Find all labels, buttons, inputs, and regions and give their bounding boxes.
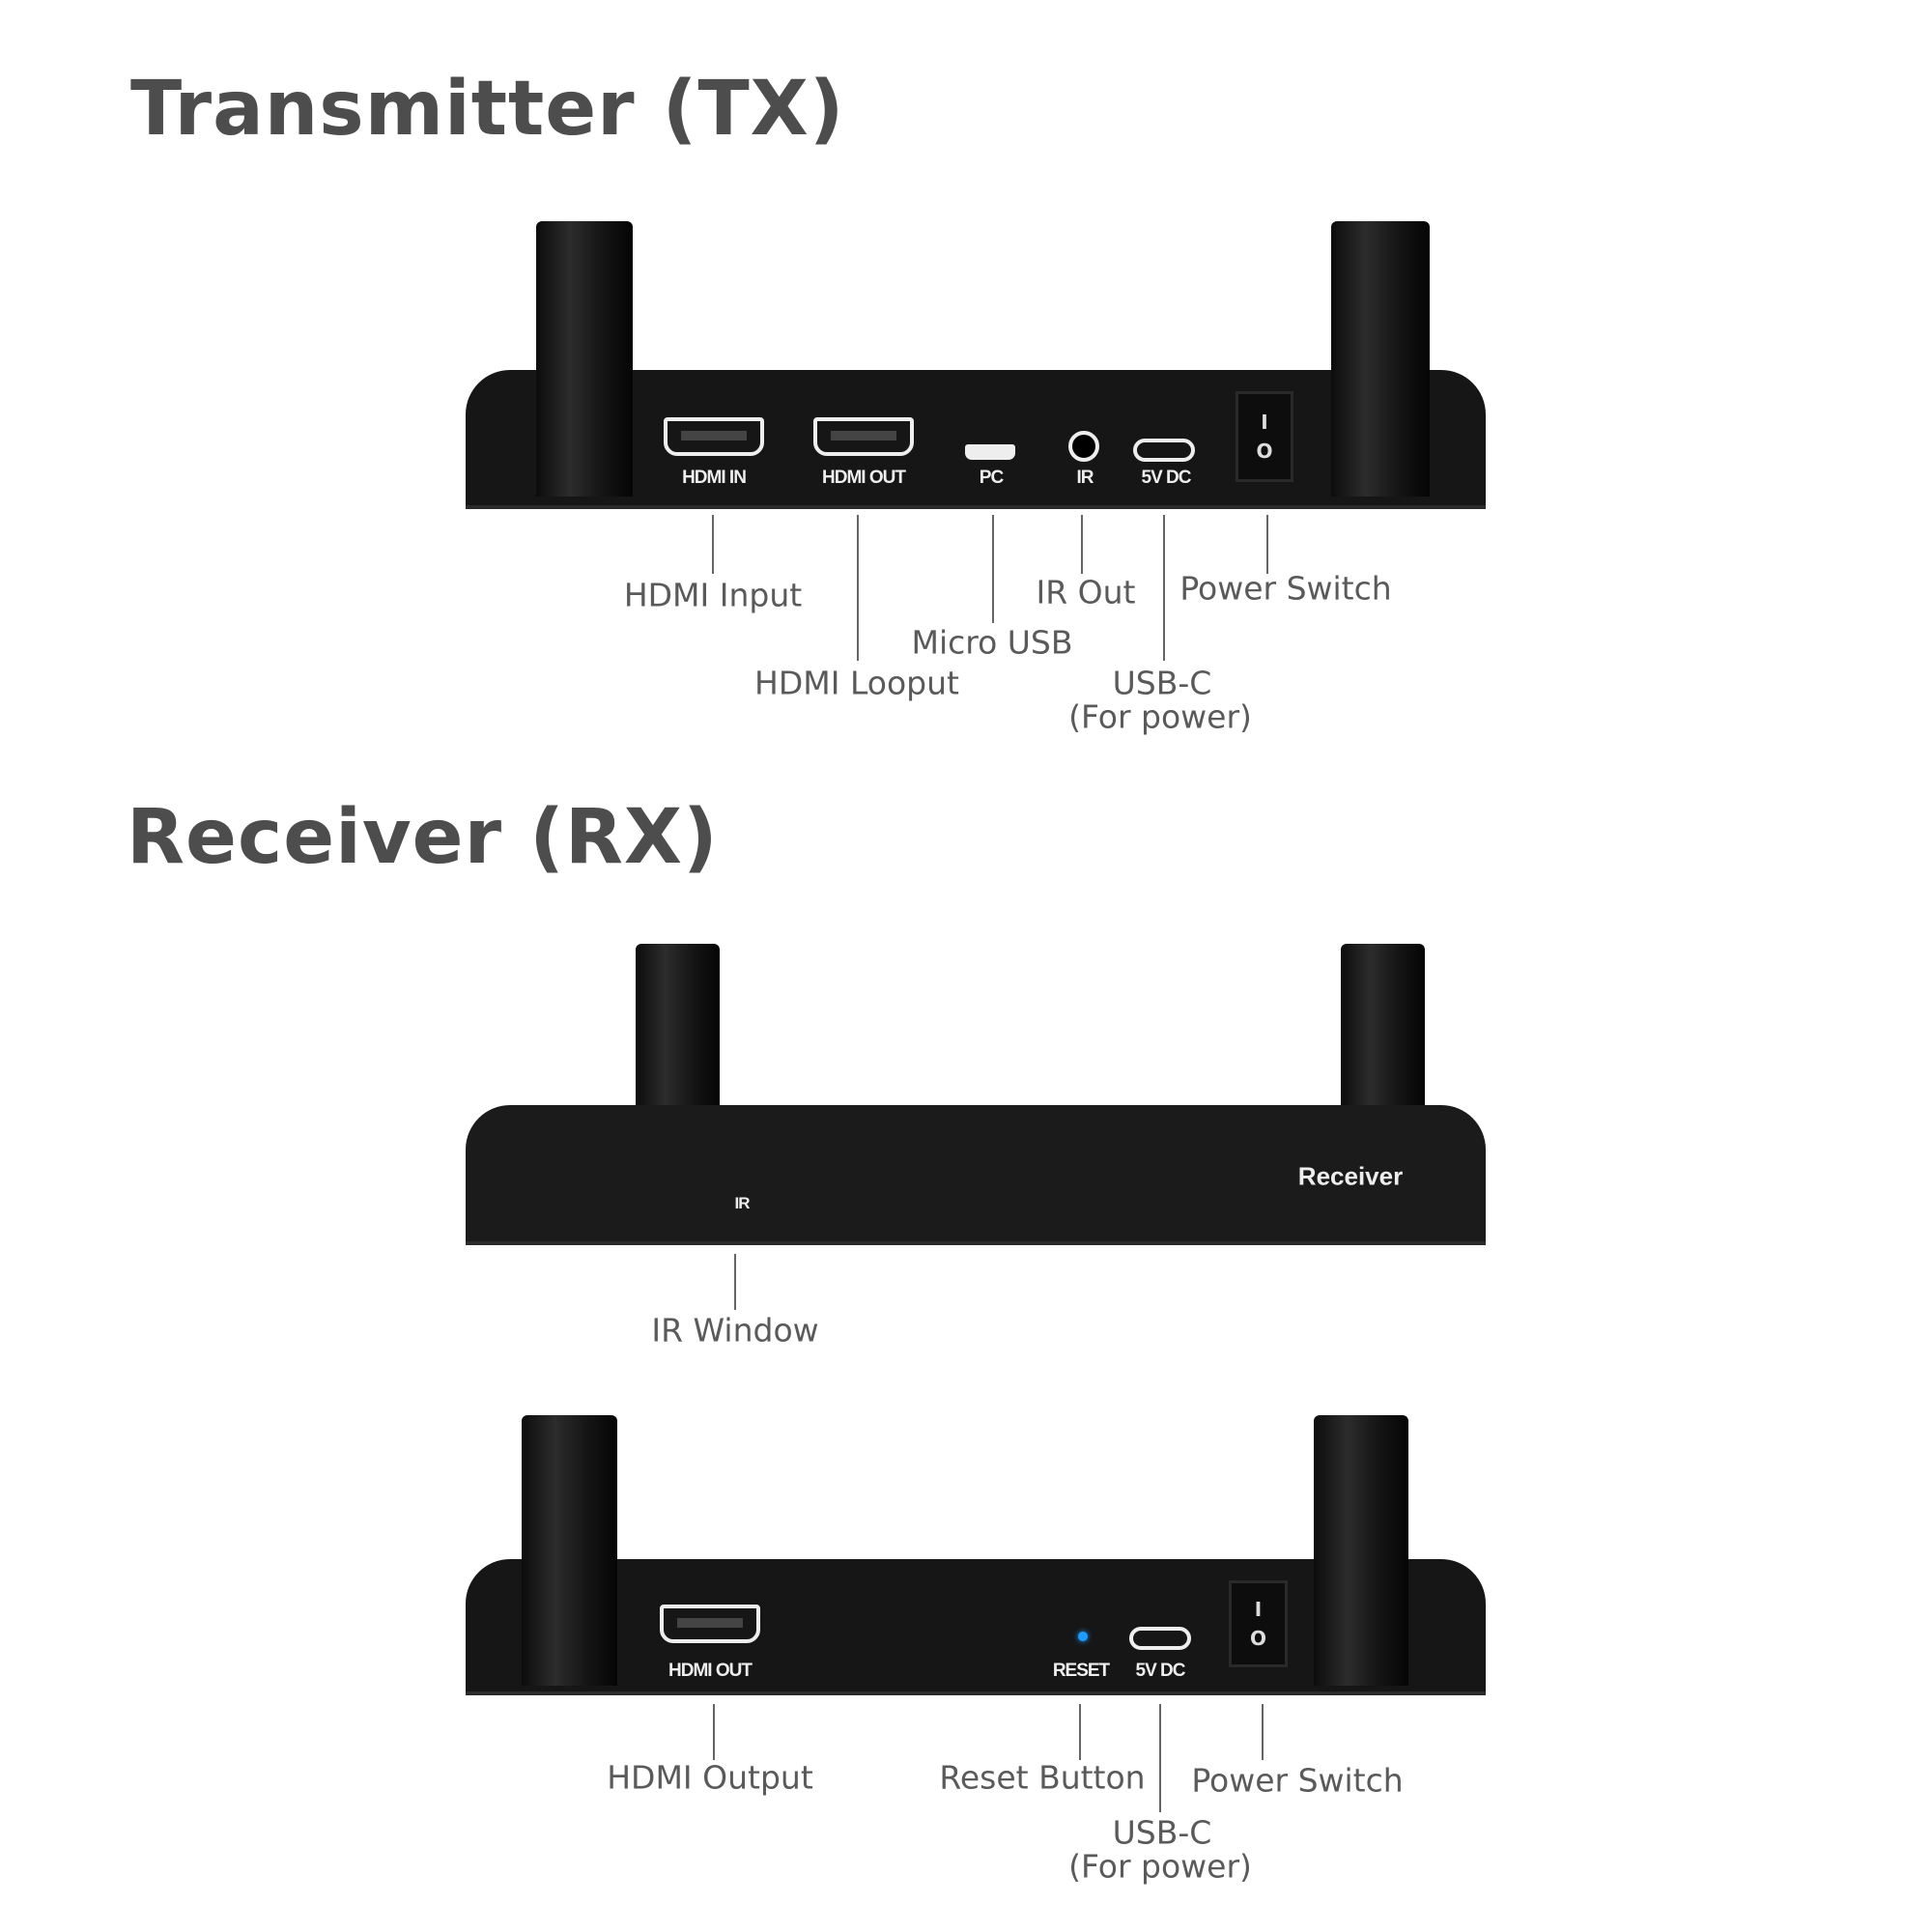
callout-line (992, 515, 994, 623)
port-label: HDMI OUT (668, 1661, 753, 1681)
reset-led (1078, 1632, 1088, 1641)
ir-jack (1068, 431, 1099, 462)
callout-line (712, 515, 714, 574)
hdmi-out-port (813, 417, 914, 456)
rx-front-antenna-right (1341, 944, 1425, 1108)
callout-ir-out: IR Out (1036, 573, 1136, 611)
callout-hdmi-output: HDMI Output (607, 1758, 813, 1797)
port-label: 5V DC (1141, 468, 1192, 488)
rx-front-antenna-left (636, 944, 720, 1108)
callout-usbc: USB-C (1112, 664, 1212, 702)
callout-line (1262, 1704, 1264, 1760)
tx-antenna-left (536, 221, 633, 497)
callout-line (1163, 515, 1165, 661)
switch-off-mark: O (1249, 1627, 1266, 1650)
callout-line (857, 515, 859, 661)
tx-antenna-right (1331, 221, 1430, 497)
port-label: RESET (1052, 1661, 1110, 1681)
rx-back-antenna-right (1314, 1415, 1408, 1686)
usbc-port (1129, 1627, 1191, 1650)
rx-back-antenna-left (522, 1415, 617, 1686)
usbc-port (1133, 439, 1195, 462)
callout-usbc: USB-C (1112, 1813, 1212, 1852)
callout-usbc-note: (For power) (1068, 697, 1252, 736)
port-label: IR (1076, 468, 1094, 488)
ir-window-label: IR (734, 1194, 751, 1212)
callout-line (1081, 515, 1083, 574)
callout-line (1079, 1704, 1081, 1760)
port-label: HDMI OUT (822, 468, 906, 488)
hdmi-in-port (664, 417, 764, 456)
port-label: PC (979, 468, 1004, 488)
hdmi-out-port (660, 1605, 760, 1643)
rx-title: Receiver (RX) (127, 794, 719, 881)
callout-line (713, 1704, 715, 1760)
tx-body (466, 370, 1486, 509)
callout-power-switch: Power Switch (1191, 1761, 1404, 1800)
callout-line (1266, 515, 1268, 574)
port-label: HDMI IN (682, 468, 747, 488)
callout-line (1159, 1704, 1161, 1812)
callout-power-switch: Power Switch (1179, 569, 1392, 608)
rx-front-body (466, 1105, 1486, 1245)
callout-line (734, 1254, 736, 1310)
callout-micro-usb: Micro USB (911, 623, 1073, 662)
tx-title: Transmitter (TX) (130, 66, 845, 153)
callout-hdmi-looput: HDMI Looput (754, 664, 959, 702)
switch-on-mark: I (1261, 411, 1268, 434)
receiver-brand-label: Receiver (1297, 1161, 1404, 1191)
callout-reset-button: Reset Button (939, 1758, 1146, 1797)
port-label: 5V DC (1135, 1661, 1186, 1681)
callout-usbc-note: (For power) (1068, 1847, 1252, 1886)
switch-on-mark: I (1254, 1598, 1263, 1621)
switch-off-mark: O (1256, 440, 1273, 463)
callout-ir-window: IR Window (651, 1311, 819, 1350)
callout-hdmi-input: HDMI Input (623, 576, 803, 614)
micro-usb-port (965, 444, 1015, 460)
